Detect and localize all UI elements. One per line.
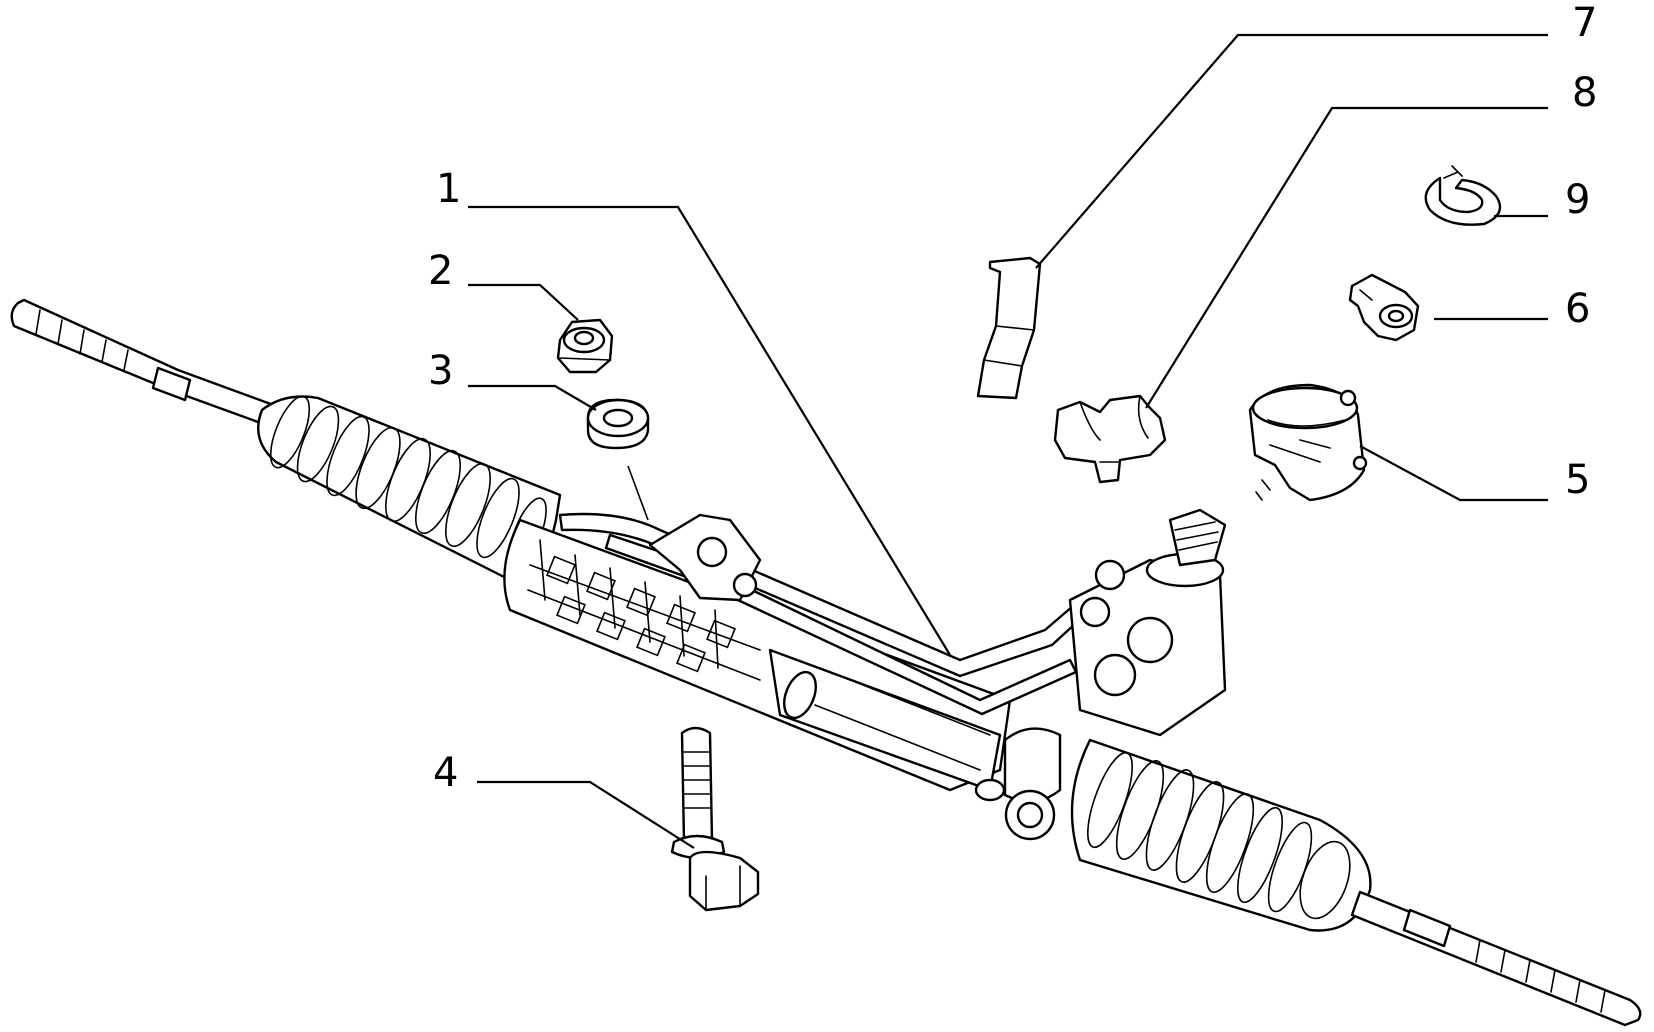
leader-5 — [1359, 445, 1548, 502]
callout-6-label: 6 — [1565, 286, 1590, 332]
callout-7-label: 7 — [1572, 0, 1597, 46]
leader-1 — [468, 205, 951, 656]
part-4-bolt — [670, 726, 760, 912]
pinion-valve-body — [974, 508, 1227, 841]
part-3-washer — [586, 398, 650, 450]
part-8-clamp — [1053, 394, 1167, 484]
leader-8 — [1145, 106, 1548, 409]
leader-lines — [468, 33, 1548, 849]
callout-3-label: 3 — [428, 348, 453, 394]
rack-housing — [503, 518, 1012, 792]
leader-3 — [468, 384, 597, 411]
part-7-bracket — [976, 256, 1042, 400]
callout-9-label: 9 — [1565, 177, 1590, 223]
part-5-pinion-boot — [1248, 383, 1368, 502]
part-6-clip — [1348, 273, 1420, 342]
right-tie-rod — [1350, 890, 1642, 1027]
right-bellows-boot — [1070, 738, 1372, 932]
part-2-nut — [556, 318, 614, 374]
steering-rack-assembly — [10, 298, 1642, 1027]
callout-4-label: 4 — [433, 750, 458, 796]
leader-7 — [1035, 33, 1548, 269]
callout-1-label: 1 — [436, 166, 461, 212]
leader-2 — [468, 283, 579, 321]
leader-3-to-rack — [627, 465, 649, 521]
callout-2-label: 2 — [428, 248, 453, 294]
left-tie-rod — [10, 298, 289, 432]
callout-labels: 1 2 3 4 5 6 7 8 9 — [428, 0, 1597, 796]
callout-5-label: 5 — [1565, 457, 1590, 503]
leader-4 — [477, 780, 695, 849]
callout-8-label: 8 — [1572, 70, 1597, 116]
part-9-spring-clip — [1424, 165, 1502, 226]
